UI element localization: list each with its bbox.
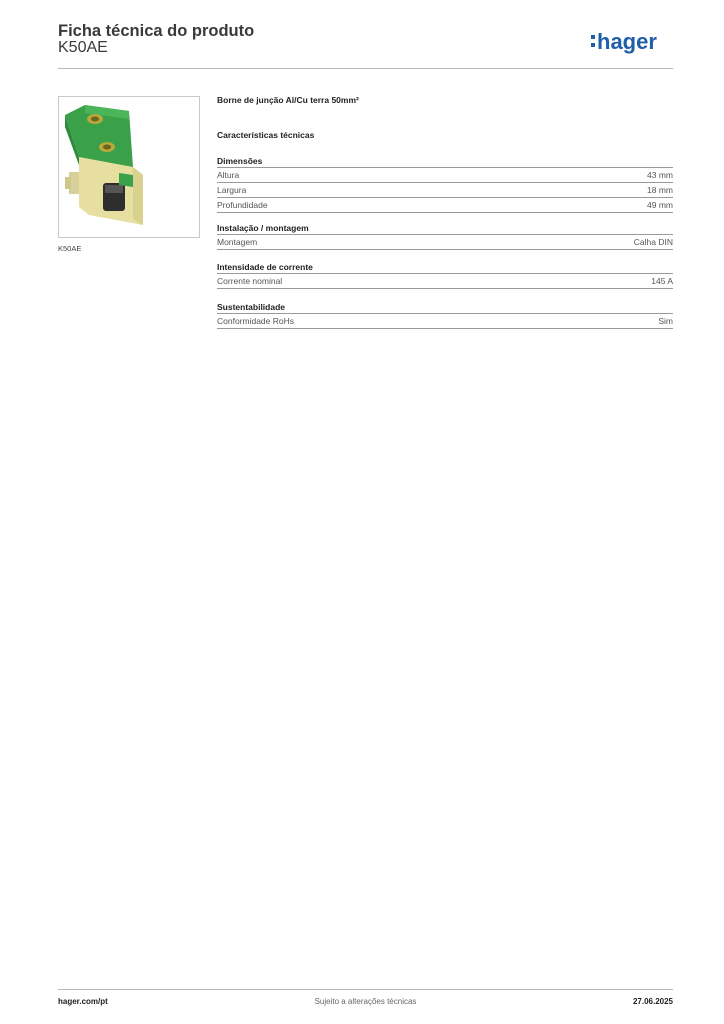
product-image <box>58 96 200 238</box>
spec-value: 145 A <box>651 276 673 286</box>
document-title: Ficha técnica do produto <box>58 22 255 40</box>
spec-row: Altura 43 mm <box>217 168 673 183</box>
footer-divider <box>58 989 673 990</box>
section-title: Intensidade de corrente <box>217 261 673 274</box>
section-installation: Instalação / montagem Montagem Calha DIN <box>217 222 673 250</box>
terminal-block-illustration <box>65 105 143 225</box>
spec-row: Profundidade 49 mm <box>217 198 673 213</box>
product-code: K50AE <box>58 39 108 56</box>
spec-value: Calha DIN <box>633 237 673 247</box>
spec-row: Montagem Calha DIN <box>217 235 673 250</box>
characteristics-title: Características técnicas <box>217 130 315 140</box>
section-sustainability: Sustentabilidade Conformidade RoHs Sim <box>217 301 673 329</box>
spec-value: Sim <box>658 316 673 326</box>
spec-value: 18 mm <box>647 185 673 195</box>
spec-value: 43 mm <box>647 170 673 180</box>
spec-row: Corrente nominal 145 A <box>217 274 673 289</box>
spec-label: Montagem <box>217 237 258 247</box>
spec-label: Corrente nominal <box>217 276 283 286</box>
page-footer: hager.com/pt Sujeito a alterações técnic… <box>58 997 673 1011</box>
image-caption: K50AE <box>58 244 82 253</box>
spec-label: Profundidade <box>217 200 268 210</box>
spec-value: 49 mm <box>647 200 673 210</box>
section-dimensions: Dimensões Altura 43 mm Largura 18 mm Pro… <box>217 155 673 213</box>
section-title: Dimensões <box>217 155 673 168</box>
header-divider <box>58 68 673 69</box>
spec-row: Conformidade RoHs Sim <box>217 314 673 329</box>
section-title: Instalação / montagem <box>217 222 673 235</box>
product-description: Borne de junção Al/Cu terra 50mm² <box>217 95 359 105</box>
hager-logo-text: hager <box>597 29 657 54</box>
spec-label: Conformidade RoHs <box>217 316 295 326</box>
page-header: Ficha técnica do produto K50AE hager <box>58 20 673 70</box>
website-link[interactable]: hager.com/pt <box>58 997 108 1006</box>
section-current: Intensidade de corrente Corrente nominal… <box>217 261 673 289</box>
spec-label: Altura <box>217 170 240 180</box>
hager-logo: hager <box>591 29 657 54</box>
section-title: Sustentabilidade <box>217 301 673 314</box>
spec-label: Largura <box>217 185 247 195</box>
spec-row: Largura 18 mm <box>217 183 673 198</box>
document-date: 27.06.2025 <box>632 997 673 1006</box>
technical-notice: Sujeito a alterações técnicas <box>314 997 417 1006</box>
